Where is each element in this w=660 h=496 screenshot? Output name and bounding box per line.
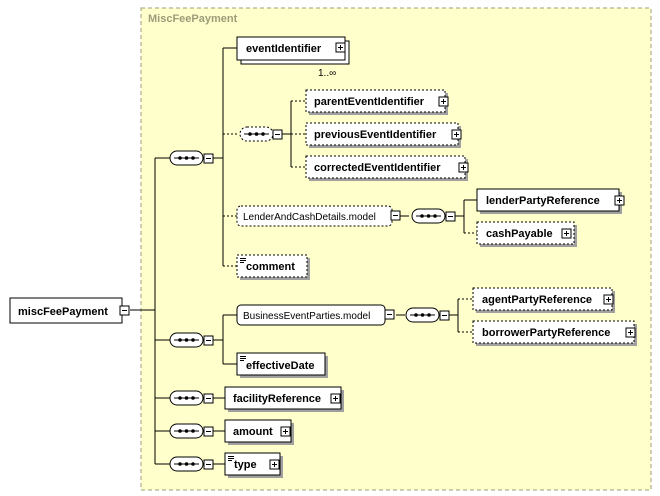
expand-icon[interactable] [614,195,625,206]
svg-text:lenderPartyReference: lenderPartyReference [486,195,600,207]
root-element-label: miscFeePayment [18,306,108,318]
svg-text:agentPartyReference: agentPartyReference [482,294,592,306]
occurrence-label: 1..∞ [318,68,336,79]
collapse-icon[interactable] [384,309,395,320]
sequence-icon [169,332,204,348]
collapse-icon[interactable] [203,459,214,470]
element-effective-date[interactable]: effectiveDate [236,352,328,378]
collapse-icon[interactable] [439,310,450,321]
svg-text:BusinessEventParties.model: BusinessEventParties.model [243,311,370,322]
expand-icon[interactable] [451,129,462,140]
element-agent-party-reference[interactable]: agentPartyReference [472,287,615,313]
complex-type-group: MiscFeePayment [140,7,652,491]
expand-icon[interactable] [438,96,449,107]
element-comment[interactable]: comment [236,254,310,280]
element-lender-party-reference[interactable]: lenderPartyReference [476,188,625,214]
collapse-icon[interactable] [203,426,214,437]
collapse-icon[interactable] [203,153,214,164]
collapse-icon[interactable] [203,393,214,404]
sequence-icon [405,307,440,323]
sequence-icon [169,150,204,166]
element-facility-reference[interactable]: facilityReference [224,386,344,412]
sequence-icon [169,390,204,406]
expand-icon[interactable] [458,162,469,173]
element-amount[interactable]: amount [224,419,294,445]
svg-text:LenderAndCashDetails.model: LenderAndCashDetails.model [243,212,376,223]
svg-text:effectiveDate: effectiveDate [246,360,314,372]
sequence-icon [169,456,204,472]
svg-text:eventIdentifier: eventIdentifier [246,43,322,55]
svg-text:cashPayable: cashPayable [486,228,553,240]
group-lender-and-cash-details-model[interactable]: LenderAndCashDetails.model [236,205,401,227]
expand-icon[interactable] [625,327,636,338]
element-cash-payable[interactable]: cashPayable [476,221,577,247]
group-business-event-parties-model[interactable]: BusinessEventParties.model [236,304,395,326]
svg-text:correctedEventIdentifier: correctedEventIdentifier [314,162,441,174]
expand-icon[interactable] [561,228,572,239]
collapse-icon[interactable] [445,211,456,222]
svg-text:borrowerPartyReference: borrowerPartyReference [482,327,610,339]
element-borrower-party-reference[interactable]: borrowerPartyReference [472,320,637,346]
collapse-icon[interactable] [272,129,283,140]
svg-text:facilityReference: facilityReference [233,393,321,405]
collapse-icon[interactable] [203,335,214,346]
sequence-icon [239,126,274,142]
element-corrected-event-identifier[interactable]: correctedEventIdentifier [305,155,469,181]
expand-icon[interactable] [280,426,291,437]
svg-text:parentEventIdentifier: parentEventIdentifier [314,96,425,108]
sequence-icon [411,208,446,224]
element-previous-event-identifier[interactable]: previousEventIdentifier [305,122,462,148]
svg-text:amount: amount [233,426,273,438]
expand-icon[interactable] [269,459,280,470]
collapse-icon[interactable] [119,305,130,316]
root-element[interactable]: miscFeePayment [9,297,130,324]
svg-text:comment: comment [246,261,295,273]
expand-icon[interactable] [335,42,346,53]
sequence-icon [169,423,204,439]
collapse-icon[interactable] [390,210,401,221]
element-type[interactable]: type [224,452,283,478]
expand-icon[interactable] [603,294,614,305]
connectors [130,47,477,465]
type-title: MiscFeePayment [148,13,238,25]
element-parent-event-identifier[interactable]: parentEventIdentifier [305,89,449,115]
element-event-identifier[interactable]: eventIdentifier 1..∞ [236,36,350,79]
expand-icon[interactable] [330,393,341,404]
svg-text:type: type [234,459,257,471]
svg-text:previousEventIdentifier: previousEventIdentifier [314,129,437,141]
